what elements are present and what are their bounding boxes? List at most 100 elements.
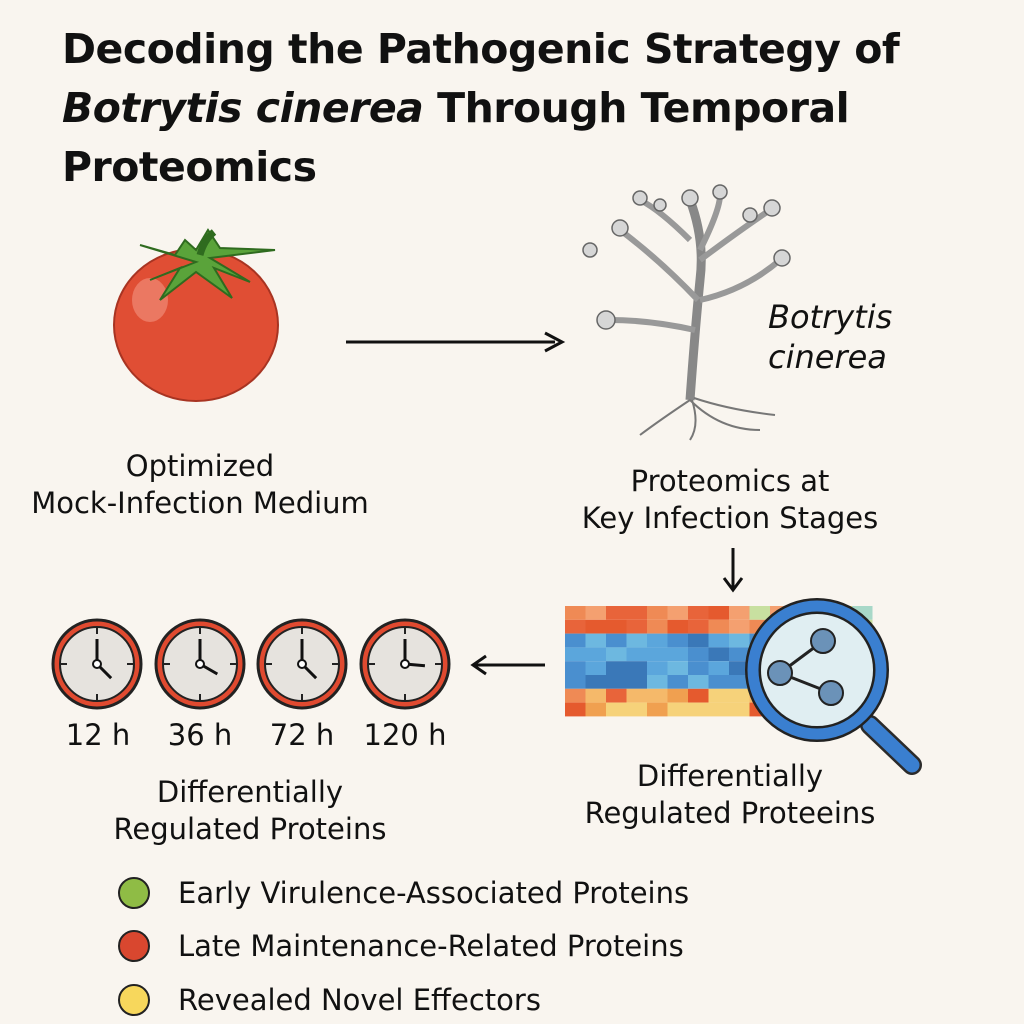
heatmap-cell — [585, 702, 606, 717]
heatmap-cell — [708, 675, 729, 689]
title-species: Botrytis cinerea — [62, 84, 424, 132]
heatmap-cell — [647, 688, 668, 703]
heatmap-label-line-2: Regulated Proteeins — [584, 796, 876, 830]
title-line-3: Proteomics — [62, 143, 317, 191]
arrow-down-icon — [722, 548, 744, 593]
timeline-label-line-2: Regulated Proteins — [113, 812, 387, 846]
heatmap-cell — [585, 606, 606, 620]
heatmap-cell — [708, 606, 729, 620]
heatmap-cell — [688, 647, 709, 662]
heatmap-cell — [585, 647, 606, 662]
heatmap-cell — [585, 619, 606, 634]
legend-label: Revealed Novel Effectors — [178, 983, 541, 1017]
timepoint-label: 72 h — [269, 718, 335, 752]
heatmap-cell — [729, 647, 750, 662]
heatmap-cell — [606, 619, 627, 634]
title-line-1: Decoding the Pathogenic Strategy of — [62, 25, 900, 73]
heatmap-cell — [729, 702, 750, 717]
heatmap-cell — [667, 647, 688, 662]
heatmap-cell — [708, 647, 729, 662]
clock-icon — [51, 618, 143, 710]
heatmap-cell — [688, 702, 709, 717]
tomato-icon — [113, 228, 279, 402]
heatmap-cell — [626, 661, 647, 675]
arrow-right-icon — [346, 331, 566, 353]
legend-label: Early Virulence-Associated Proteins — [178, 876, 690, 910]
heatmap-cell — [708, 688, 729, 703]
heatmap-cell — [749, 606, 770, 620]
heatmap-cell — [565, 633, 586, 648]
legend-dot-red — [118, 930, 150, 962]
proteomics-label-line-1: Proteomics at — [630, 464, 830, 498]
heatmap-cell — [626, 619, 647, 634]
heatmap-cell — [585, 633, 606, 648]
heatmap-cell — [688, 688, 709, 703]
fungus-name-line-2: cinerea — [768, 338, 887, 376]
heatmap-cell — [729, 661, 750, 675]
tomato-label-line-2: Mock-Infection Medium — [31, 486, 369, 520]
heatmap-cell — [667, 606, 688, 620]
heatmap-cell — [667, 633, 688, 648]
heatmap-cell — [688, 606, 709, 620]
heatmap-cell — [667, 619, 688, 634]
heatmap-cell — [565, 606, 586, 620]
heatmap-cell — [626, 606, 647, 620]
heatmap-cell — [606, 647, 627, 662]
heatmap-cell — [647, 633, 668, 648]
heatmap-cell — [688, 619, 709, 634]
heatmap-cell — [647, 619, 668, 634]
proteomics-label-line-2: Key Infection Stages — [581, 501, 879, 535]
heatmap-cell — [626, 688, 647, 703]
heatmap-cell — [565, 619, 586, 634]
heatmap-cell — [647, 606, 668, 620]
heatmap-cell — [647, 702, 668, 717]
heatmap-cell — [565, 702, 586, 717]
page-title: Decoding the Pathogenic Strategy of Botr… — [62, 20, 1022, 197]
heatmap-cell — [606, 702, 627, 717]
heatmap-cell — [729, 633, 750, 648]
legend-item: Early Virulence-Associated Proteins — [118, 876, 689, 910]
title-line-2: Through Temporal — [423, 84, 850, 132]
timepoint-label: 36 h — [167, 718, 233, 752]
heatmap-cell — [565, 661, 586, 675]
legend-item: Late Maintenance-Related Proteins — [118, 929, 684, 963]
heatmap-cell — [667, 675, 688, 689]
arrow-left-icon — [470, 654, 545, 676]
heatmap-cell — [688, 675, 709, 689]
fungus-name-line-1: Botrytis — [768, 298, 893, 336]
heatmap-cell — [667, 661, 688, 675]
legend-label: Late Maintenance-Related Proteins — [178, 929, 684, 963]
heatmap-cell — [626, 675, 647, 689]
timepoint-label: 120 h — [363, 718, 447, 752]
heatmap-cell — [688, 661, 709, 675]
timeline-label-line-1: Differentially — [156, 775, 344, 809]
heatmap-cell — [729, 606, 750, 620]
heatmap-cell — [565, 675, 586, 689]
heatmap-cell — [667, 688, 688, 703]
heatmap-cell — [708, 633, 729, 648]
heatmap-cell — [729, 675, 750, 689]
heatmap-cell — [606, 688, 627, 703]
heatmap-label-line-1: Differentially — [636, 759, 824, 793]
heatmap-cell — [626, 702, 647, 717]
legend-dot-green — [118, 877, 150, 909]
heatmap-cell — [565, 647, 586, 662]
heatmap-cell — [606, 661, 627, 675]
timepoint-label: 12 h — [65, 718, 131, 752]
heatmap-cell — [606, 606, 627, 620]
legend-dot-yellow — [118, 984, 150, 1016]
heatmap-cell — [708, 661, 729, 675]
heatmap-cell — [647, 675, 668, 689]
heatmap-cell — [708, 702, 729, 717]
magnifier-network-icon — [745, 598, 922, 775]
clock-icon — [359, 618, 451, 710]
heatmap-cell — [585, 688, 606, 703]
heatmap-cell — [626, 633, 647, 648]
heatmap-cell — [606, 675, 627, 689]
fungus-icon — [582, 184, 791, 441]
